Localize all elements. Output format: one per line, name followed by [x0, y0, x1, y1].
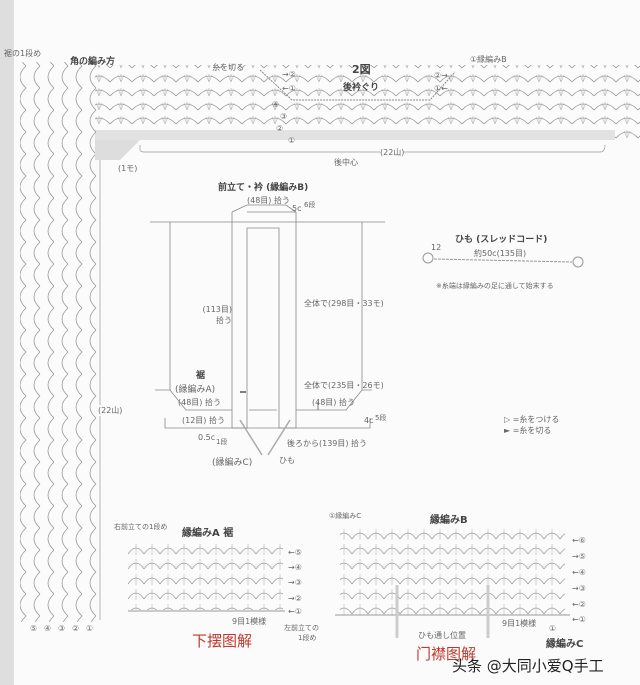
dimension: 4c — [364, 416, 374, 425]
back-center: 後中心 — [334, 158, 358, 167]
row-label: ② — [72, 624, 80, 633]
edge-b-label: ①縁編みB — [470, 55, 507, 64]
page-edge — [0, 0, 14, 685]
row-label: ① — [86, 624, 94, 633]
cord-length: 約50c(135目) — [474, 248, 527, 259]
row-label: ① — [288, 136, 296, 145]
end-note: 左前立ての — [284, 624, 319, 632]
dimension: 5c — [292, 204, 302, 213]
pick-label: (113目) 拾う — [202, 305, 232, 325]
figure-title: 2図 — [352, 63, 371, 76]
row-label: ④ — [272, 100, 280, 109]
row-label: ←① — [572, 615, 586, 624]
pick-label: (48目) 拾う — [247, 196, 290, 205]
repeat-label: 9目1模様 — [232, 617, 267, 626]
row-label: ①← — [434, 84, 448, 93]
row-label: →④ — [288, 563, 302, 572]
row-label: →② — [282, 70, 296, 79]
row-label: ←② — [572, 600, 586, 609]
row-label: ←⑥ — [572, 536, 586, 545]
pick-label: (12目) 拾う — [182, 416, 225, 425]
total-label: 全体で(298目・33モ) — [304, 299, 384, 308]
start-note: ①縁編みC — [329, 512, 362, 520]
edging-b-chart — [340, 525, 565, 615]
legend-cut: ► =糸を切る — [504, 426, 552, 435]
cut-yarn-label: 糸を切る — [212, 63, 244, 72]
first-row-note: 裾の1段め — [4, 49, 42, 58]
side-scallops — [20, 62, 98, 622]
edging-a-title: 縁編みA 裾 — [182, 528, 234, 539]
edging-a-chart — [128, 540, 283, 610]
row-label: ① — [549, 624, 557, 633]
row-label: ③ — [58, 624, 66, 633]
pick-label: 後ろから(139目) 拾う — [287, 439, 368, 448]
cord-count: 12 — [431, 243, 442, 252]
cord-position-label: ひも通し位置 — [418, 631, 466, 640]
corner-title: 角の編み方 — [70, 57, 116, 67]
edge-c-title: 縁編みC — [546, 639, 584, 650]
row-label: →⑤ — [572, 552, 586, 561]
row-label: ←① — [288, 607, 302, 616]
dimension: 6段 — [304, 201, 316, 209]
total-label: 全体で(235目・26モ) — [304, 381, 384, 390]
cord-label: ひも — [279, 456, 295, 465]
legend-attach: ▷ =糸をつける — [504, 415, 560, 424]
repeat-label: 9目1模様 — [502, 619, 537, 628]
hem-caption: 下摆图解 — [192, 632, 253, 650]
cord-title: ひも (スレッドコード) — [455, 235, 548, 245]
dimension: 0.5c — [198, 433, 216, 442]
one-motif: (1モ) — [118, 164, 138, 173]
row-label: ④ — [44, 624, 52, 633]
dimension: 1段 — [216, 438, 228, 446]
hem-label: 裾 — [196, 371, 206, 381]
row-label: →② — [288, 594, 302, 603]
side-count: (22山) — [98, 405, 123, 416]
edge-c-label: (縁編みC) — [212, 458, 253, 468]
cord-note: ※糸端は縁編みの足に通して始末する — [436, 282, 554, 290]
row-label: ←⑤ — [288, 548, 302, 557]
figure-subtitle: 後衿ぐり — [343, 83, 380, 93]
front-band-title: 前立て・衿 (縁編みB) — [218, 183, 309, 193]
row-label: ②→ — [434, 71, 448, 80]
row-label: ←④ — [572, 568, 586, 577]
dimension: 5段 — [375, 414, 387, 422]
start-note: 右前立ての1段め — [114, 523, 168, 531]
end-note: 1段め — [298, 634, 317, 642]
edging-b-title: 縁編みB — [430, 515, 468, 526]
width-count: (22山) — [380, 147, 405, 158]
cord-diagram — [422, 252, 584, 268]
row-label: ③ — [280, 112, 288, 121]
row-label: ←① — [282, 84, 296, 93]
watermark: 头条 @大同小爱Q手工 — [452, 657, 604, 675]
row-label: →③ — [288, 578, 302, 587]
pick-label: (48目) 拾う — [178, 398, 221, 407]
placket-caption: 门襟图解 — [416, 645, 477, 663]
pick-label: (48目) 拾う — [312, 398, 355, 407]
row-label: →③ — [572, 584, 586, 593]
garment-schematic — [150, 204, 385, 456]
hem-edge-label: (縁編みA) — [175, 385, 216, 395]
row-label: ⑤ — [30, 624, 38, 633]
row-label: ② — [276, 124, 284, 133]
